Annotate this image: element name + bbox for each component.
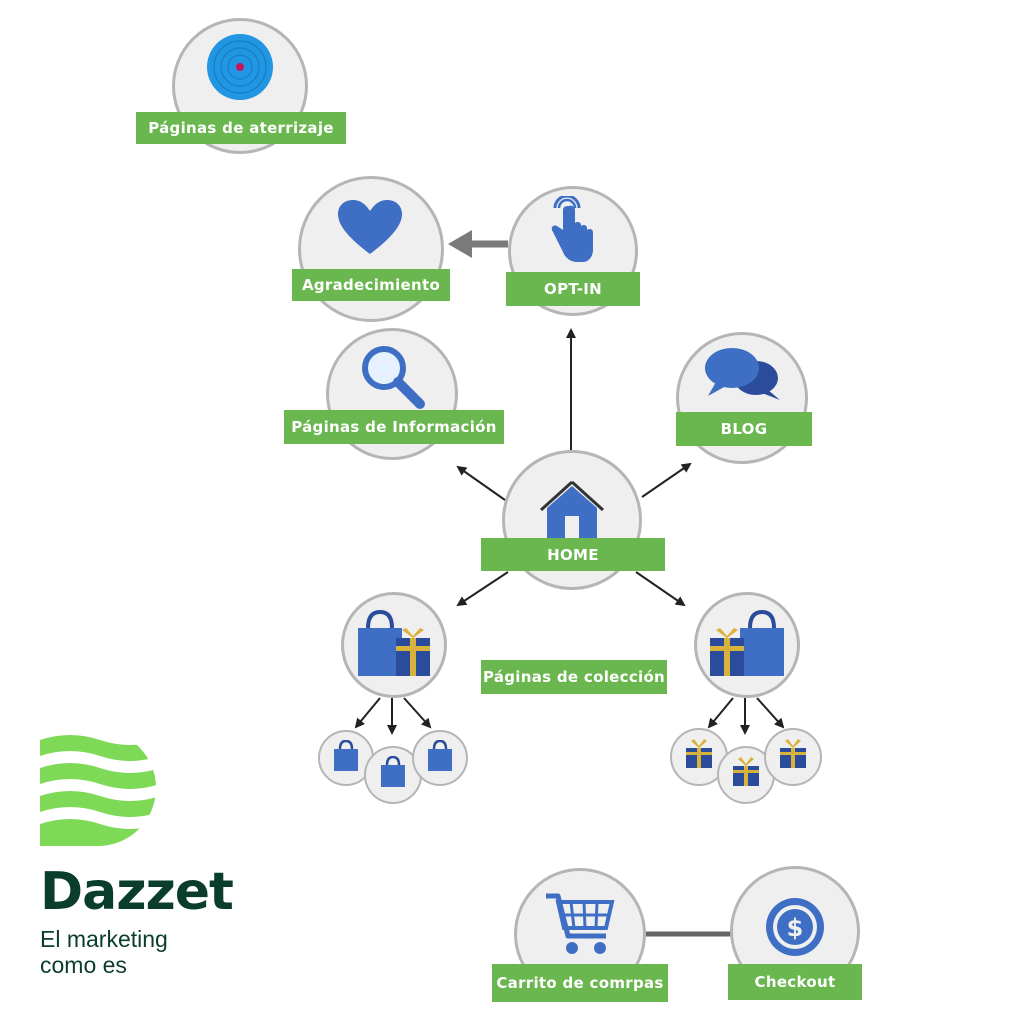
target-icon [207,34,273,100]
dollar-coin-icon: $ [766,898,824,956]
blog-node-label: BLOG [676,412,812,446]
gift-box-icon [780,739,806,768]
home-to-blog-arrow [641,462,692,498]
heart-icon [338,200,402,254]
gift-shopping-bag-icon [710,610,784,676]
collection-node-label: Páginas de colección [481,660,667,694]
collection-left-child-3 [412,730,468,786]
brand-tagline: El marketing como es [40,926,168,978]
checkout-node-label: Checkout [728,964,862,1000]
shopping-bag-icon [428,740,452,771]
optin-to-thanks-arrow [448,230,508,258]
magnifier-icon [362,346,425,409]
thanks-node-label: Agradecimiento [292,269,450,301]
home-to-collection-right-arrow [635,571,686,607]
brand-tagline-line1: El marketing [40,926,168,952]
landing-node-label: Páginas de aterrizaje [136,112,346,144]
home-node-label: HOME [481,538,665,571]
optin-node-label: OPT-IN [506,272,640,306]
shopping-bag-icon [334,740,358,771]
shopping-cart-icon [546,893,615,954]
brand-logo-waves [40,735,156,846]
shopping-bag-gift-icon [358,610,430,676]
cart-node-label: Carrito de comrpas [492,964,668,1002]
home-to-info-arrow [456,465,506,501]
brand-name: Dazzet [40,862,234,922]
brand-tagline-line2: como es [40,952,127,978]
house-icon [539,480,605,540]
chat-bubbles-icon [705,348,780,400]
gift-box-icon [733,757,759,786]
home-to-collection-left-arrow [456,571,509,607]
info-node-label: Páginas de Información [284,410,504,444]
shopping-bag-icon [381,756,405,787]
tap-hand-icon [551,196,593,262]
gift-box-icon [686,739,712,768]
svg-text:$: $ [787,914,804,942]
